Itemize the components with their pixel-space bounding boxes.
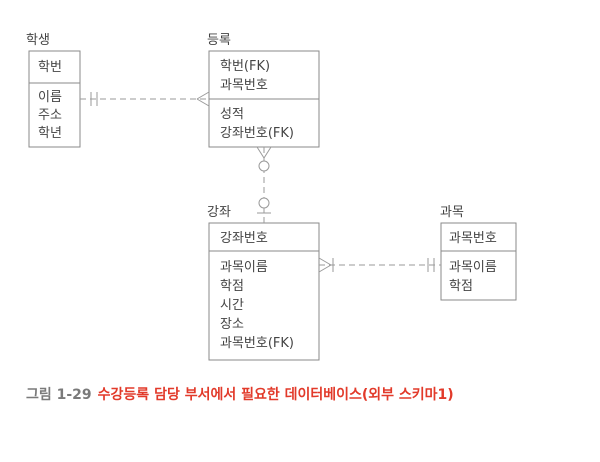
entity-enrollment-key-2: 과목번호 [220,78,268,93]
cardinality-many-mark [256,146,265,159]
entity-student-box [28,50,81,148]
er-diagram: 학생 학번 이름 주소 학년 등록 학번(FK) 과목번호 성적 강좌번호(FK… [26,33,517,361]
cardinality-many-mark [196,91,210,100]
entity-subject: 과목 과목번호 과목이름 학점 [440,205,517,301]
entity-student-key-1: 학번 [38,60,62,75]
entity-lecture-attr-1: 과목이름 [220,260,268,275]
cardinality-optional-mark [258,160,270,172]
entity-subject-attr-1: 과목이름 [449,260,497,275]
entity-student-attr-2: 주소 [38,108,62,123]
entity-lecture-attr-3: 시간 [220,298,244,313]
entity-subject-key-1: 과목번호 [449,231,497,246]
entity-enrollment: 등록 학번(FK) 과목번호 성적 강좌번호(FK) [207,33,320,148]
entity-student-attr-1: 이름 [38,90,62,105]
cardinality-many-mark [263,146,272,159]
cardinality-many-mark [196,98,210,107]
entity-student-attr-3: 학년 [38,126,62,141]
entity-lecture-attr-4: 장소 [220,317,244,332]
entity-enrollment-attr-1: 성적 [220,107,244,122]
entity-lecture-name: 강좌 [207,205,231,220]
entity-enrollment-name: 등록 [207,33,231,48]
figure-caption: 그림 1-29 수강등록 담당 부서에서 필요한 데이터베이스(외부 스키마1) [26,384,454,404]
entity-lecture-attr-2: 학점 [220,279,244,294]
entity-enrollment-attr-2: 강좌번호(FK) [220,126,294,141]
cardinality-optional-mark [258,197,270,209]
entity-subject-name: 과목 [440,205,464,220]
entity-student-name: 학생 [26,33,50,48]
entity-lecture: 강좌 강좌번호 과목이름 학점 시간 장소 과목번호(FK) [207,205,320,361]
figure-caption-text: 수강등록 담당 부서에서 필요한 데이터베이스(외부 스키마1) [97,387,454,403]
cardinality-many-mark [318,264,332,273]
entity-enrollment-key-1: 학번(FK) [220,59,270,74]
cardinality-many-mark [318,257,332,266]
relationship-enrollment-lecture [256,146,272,223]
relationship-lecture-subject [318,257,441,273]
entity-student: 학생 학번 이름 주소 학년 [26,33,81,148]
entity-subject-attr-2: 학점 [449,279,473,294]
entity-subject-box [440,222,517,301]
relationship-student-enrollment [80,91,210,107]
figure-number: 그림 1-29 [26,387,92,403]
entity-lecture-attr-5: 과목번호(FK) [220,336,294,351]
entity-lecture-box [208,222,320,361]
entity-lecture-key-1: 강좌번호 [220,231,268,246]
